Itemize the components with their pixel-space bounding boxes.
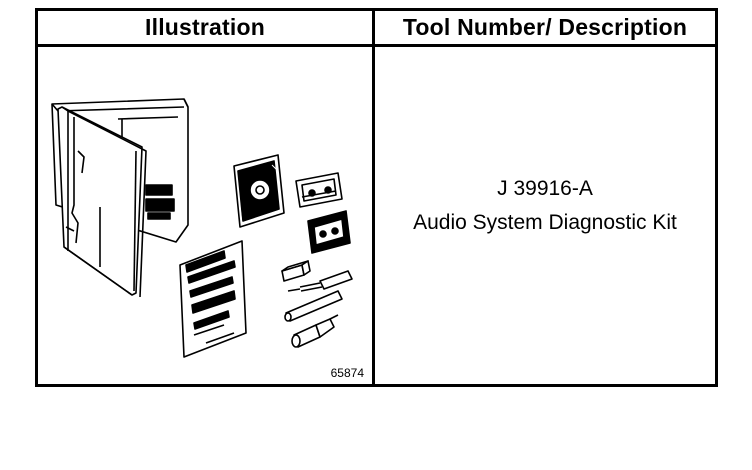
column-divider [372, 11, 375, 384]
cylinder-adapter-image [291, 314, 339, 348]
header-row: Illustration Tool Number/ Description [38, 11, 715, 47]
instruction-sheet-image [179, 240, 247, 358]
tool-table: Illustration Tool Number/ Description [35, 8, 718, 387]
diagnostic-kit-illustration [51, 98, 353, 358]
cassette-tape-image [295, 172, 343, 208]
test-rod-image [284, 290, 343, 322]
header-tool-description: Tool Number/ Description [402, 14, 688, 40]
tool-description: Audio System Diagnostic Kit [413, 210, 677, 234]
small-connector-image [281, 260, 311, 282]
compact-disc-image [233, 154, 285, 228]
binder-case-image [51, 98, 189, 298]
header-illustration: Illustration [145, 14, 265, 40]
probe-pin-image [287, 270, 353, 292]
cassette-adapter-image [307, 210, 351, 254]
figure-number: 65874 [330, 366, 364, 380]
tool-number: J 39916-A [497, 176, 593, 200]
tool-description-cell: J 39916-A Audio System Diagnostic Kit [375, 47, 715, 384]
illustration-cell: 65874 [38, 47, 372, 384]
